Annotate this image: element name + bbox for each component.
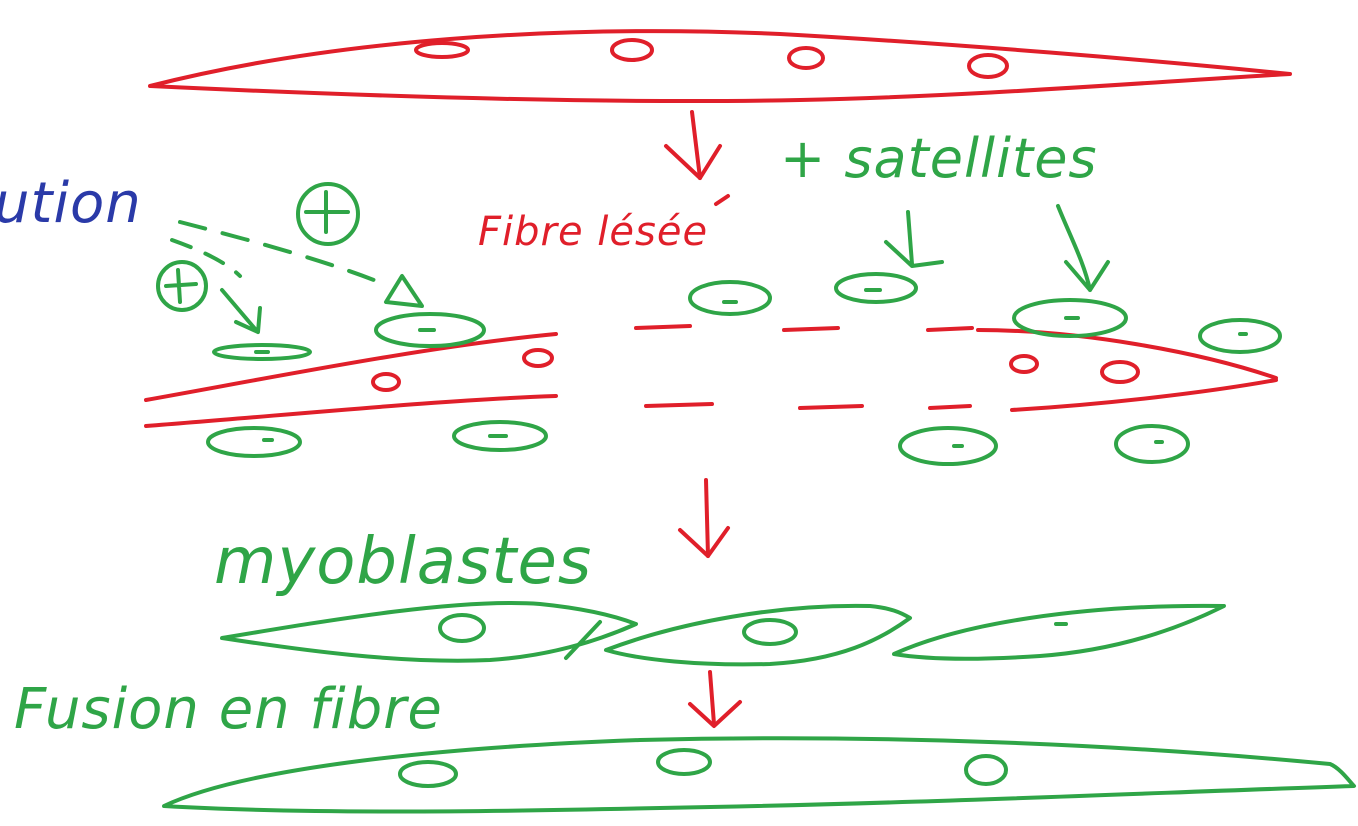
injured-fiber-bottom-left — [144, 394, 558, 428]
injured-fiber-dash — [782, 326, 840, 332]
arrow-down-icon — [384, 274, 424, 308]
fused-nucleus — [656, 748, 712, 776]
myoblast-nucleus — [742, 618, 798, 646]
satellite-cell — [898, 426, 998, 466]
arrow-down-icon — [884, 210, 944, 268]
injured-fiber-top-left — [144, 332, 558, 402]
injured-fiber-label: Fibre lésée — [478, 209, 709, 255]
tick-mark — [714, 194, 730, 206]
fused-fiber — [162, 736, 1356, 814]
myoblast-nucleus — [438, 613, 486, 643]
fused-nucleus — [964, 754, 1008, 786]
fusion-label: Fusion en fibre — [14, 677, 443, 742]
fused-fiber-outline — [162, 736, 1356, 814]
arrow-down-icon — [220, 288, 262, 334]
satellite-cell — [1012, 298, 1128, 338]
arrow-down-icon — [678, 478, 730, 558]
satellite-cells-label: + satellites — [780, 127, 1098, 190]
plus-circle-icon — [156, 260, 208, 312]
injured-fiber-bottom-right — [1010, 378, 1278, 412]
injured-fiber-dash — [926, 326, 974, 332]
dashed-connector — [178, 220, 386, 286]
injured-fiber-dash — [798, 404, 864, 410]
injured-fiber-dash — [928, 404, 972, 410]
satellite-cell — [688, 280, 772, 316]
satellite-cell — [452, 420, 548, 452]
plus-circle-icon — [296, 182, 360, 246]
myoblasts-row — [220, 600, 1226, 667]
arrow-down-icon — [664, 110, 722, 180]
satellite-cell — [212, 343, 312, 361]
injured-fiber-top-right — [976, 328, 1278, 380]
satellite-cell — [1114, 424, 1190, 464]
injured-fiber-dash — [634, 324, 692, 330]
healthy-nucleus — [967, 53, 1009, 79]
healthy-nucleus — [414, 41, 470, 59]
satellite-cell — [374, 312, 486, 348]
satellite-cell — [1198, 318, 1282, 354]
healthy-fiber-outline — [148, 29, 1292, 104]
myoblasts-label: myoblastes — [214, 525, 593, 599]
dashed-connector — [170, 238, 242, 278]
fused-nucleus — [398, 760, 458, 788]
left-word-label: ution — [0, 171, 142, 236]
myoblast — [220, 600, 638, 663]
healthy-nucleus — [787, 46, 825, 70]
satellite-cell — [834, 272, 918, 304]
injured-nucleus — [371, 372, 401, 392]
satellite-cells — [156, 182, 1282, 466]
healthy-fiber — [148, 29, 1292, 104]
injured-fiber — [144, 194, 1278, 428]
myoblast — [604, 603, 912, 667]
injured-fiber-dash — [644, 402, 714, 408]
arrow-down-icon — [688, 670, 742, 728]
myoblast — [892, 603, 1226, 661]
satellite-cell — [206, 426, 302, 458]
injured-nucleus — [522, 348, 554, 368]
injured-nucleus — [1009, 354, 1039, 374]
injured-nucleus — [1100, 360, 1140, 384]
healthy-nucleus — [610, 38, 654, 62]
arrow-down-icon — [1056, 204, 1110, 292]
